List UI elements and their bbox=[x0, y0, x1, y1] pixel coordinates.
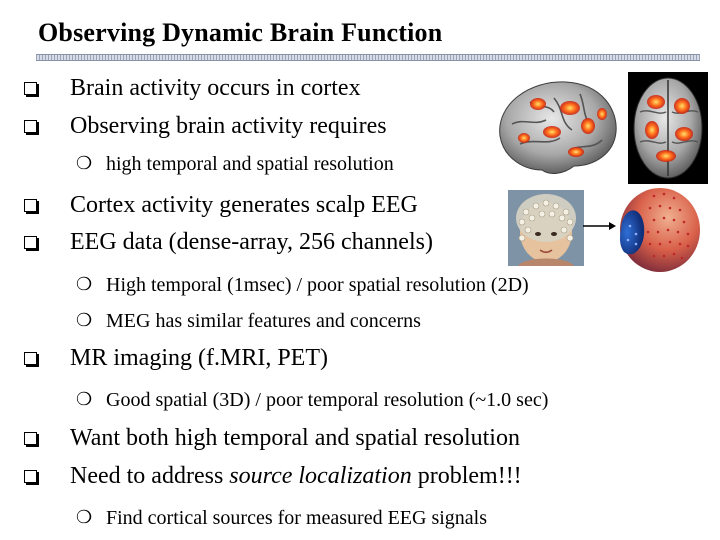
eeg-net-photo bbox=[508, 190, 584, 266]
bullet-text: MR imaging (f.MRI, PET) bbox=[70, 345, 328, 371]
bullet-observing: Observing brain activity requires bbox=[24, 113, 387, 140]
bullet-text: Want both high temporal and spatial reso… bbox=[70, 425, 520, 451]
bullet-italic-term: source localization bbox=[229, 463, 412, 489]
bullet-text-tail: problem!!! bbox=[411, 463, 522, 489]
title-underline bbox=[36, 54, 700, 61]
sub-bullet-high-temporal: ❍ High temporal (1msec) / poor spatial r… bbox=[76, 274, 529, 297]
sub-bullet-text: MEG has similar features and concerns bbox=[106, 310, 421, 332]
bullet-brain-activity: Brain activity occurs in cortex bbox=[24, 75, 361, 102]
bullet-text: Cortex activity generates scalp EEG bbox=[70, 192, 418, 218]
sub-bullet-meg: ❍ MEG has similar features and concerns bbox=[76, 310, 421, 333]
bullet-mr-imaging: MR imaging (f.MRI, PET) bbox=[24, 345, 328, 372]
bullet-text: EEG data (dense-array, 256 channels) bbox=[70, 229, 433, 255]
bullet-scalp-eeg: Cortex activity generates scalp EEG bbox=[24, 192, 418, 219]
eeg-head-model-image bbox=[614, 182, 702, 274]
bullet-marker bbox=[24, 352, 37, 365]
arrow-icon bbox=[583, 222, 616, 230]
bullet-source-localization: Need to address source localization prob… bbox=[24, 463, 522, 490]
bullet-marker bbox=[24, 120, 37, 133]
sub-bullet-resolution: ❍ high temporal and spatial resolution bbox=[76, 153, 394, 176]
sub-bullet-find-sources: ❍ Find cortical sources for measured EEG… bbox=[76, 507, 488, 530]
brain-side-image bbox=[490, 74, 622, 180]
bullet-text: Brain activity occurs in cortex bbox=[70, 75, 361, 101]
bullet-text: Observing brain activity requires bbox=[70, 113, 387, 139]
sub-bullet-good-spatial: ❍ Good spatial (3D) / poor temporal reso… bbox=[76, 389, 549, 412]
bullet-want-both: Want both high temporal and spatial reso… bbox=[24, 425, 520, 452]
bullet-text: Need to address bbox=[70, 463, 224, 489]
bullet-marker bbox=[24, 82, 37, 95]
sub-bullet-marker: ❍ bbox=[76, 507, 93, 528]
sub-bullet-text: high temporal and spatial resolution bbox=[106, 153, 394, 175]
bullet-marker bbox=[24, 470, 37, 483]
sub-bullet-text: Find cortical sources for measured EEG s… bbox=[106, 507, 488, 529]
bullet-marker bbox=[24, 199, 37, 212]
sub-bullet-marker: ❍ bbox=[76, 389, 93, 410]
sub-bullet-marker: ❍ bbox=[76, 274, 93, 295]
bullet-eeg-data: EEG data (dense-array, 256 channels) bbox=[24, 229, 433, 256]
bullet-marker bbox=[24, 236, 37, 249]
sub-bullet-marker: ❍ bbox=[76, 153, 93, 174]
slide-title: Observing Dynamic Brain Function bbox=[38, 18, 443, 47]
sub-bullet-text: Good spatial (3D) / poor temporal resolu… bbox=[106, 389, 549, 411]
sub-bullet-text: High temporal (1msec) / poor spatial res… bbox=[106, 274, 529, 296]
brain-top-image bbox=[628, 72, 708, 184]
sub-bullet-marker: ❍ bbox=[76, 310, 93, 331]
bullet-marker bbox=[24, 432, 37, 445]
